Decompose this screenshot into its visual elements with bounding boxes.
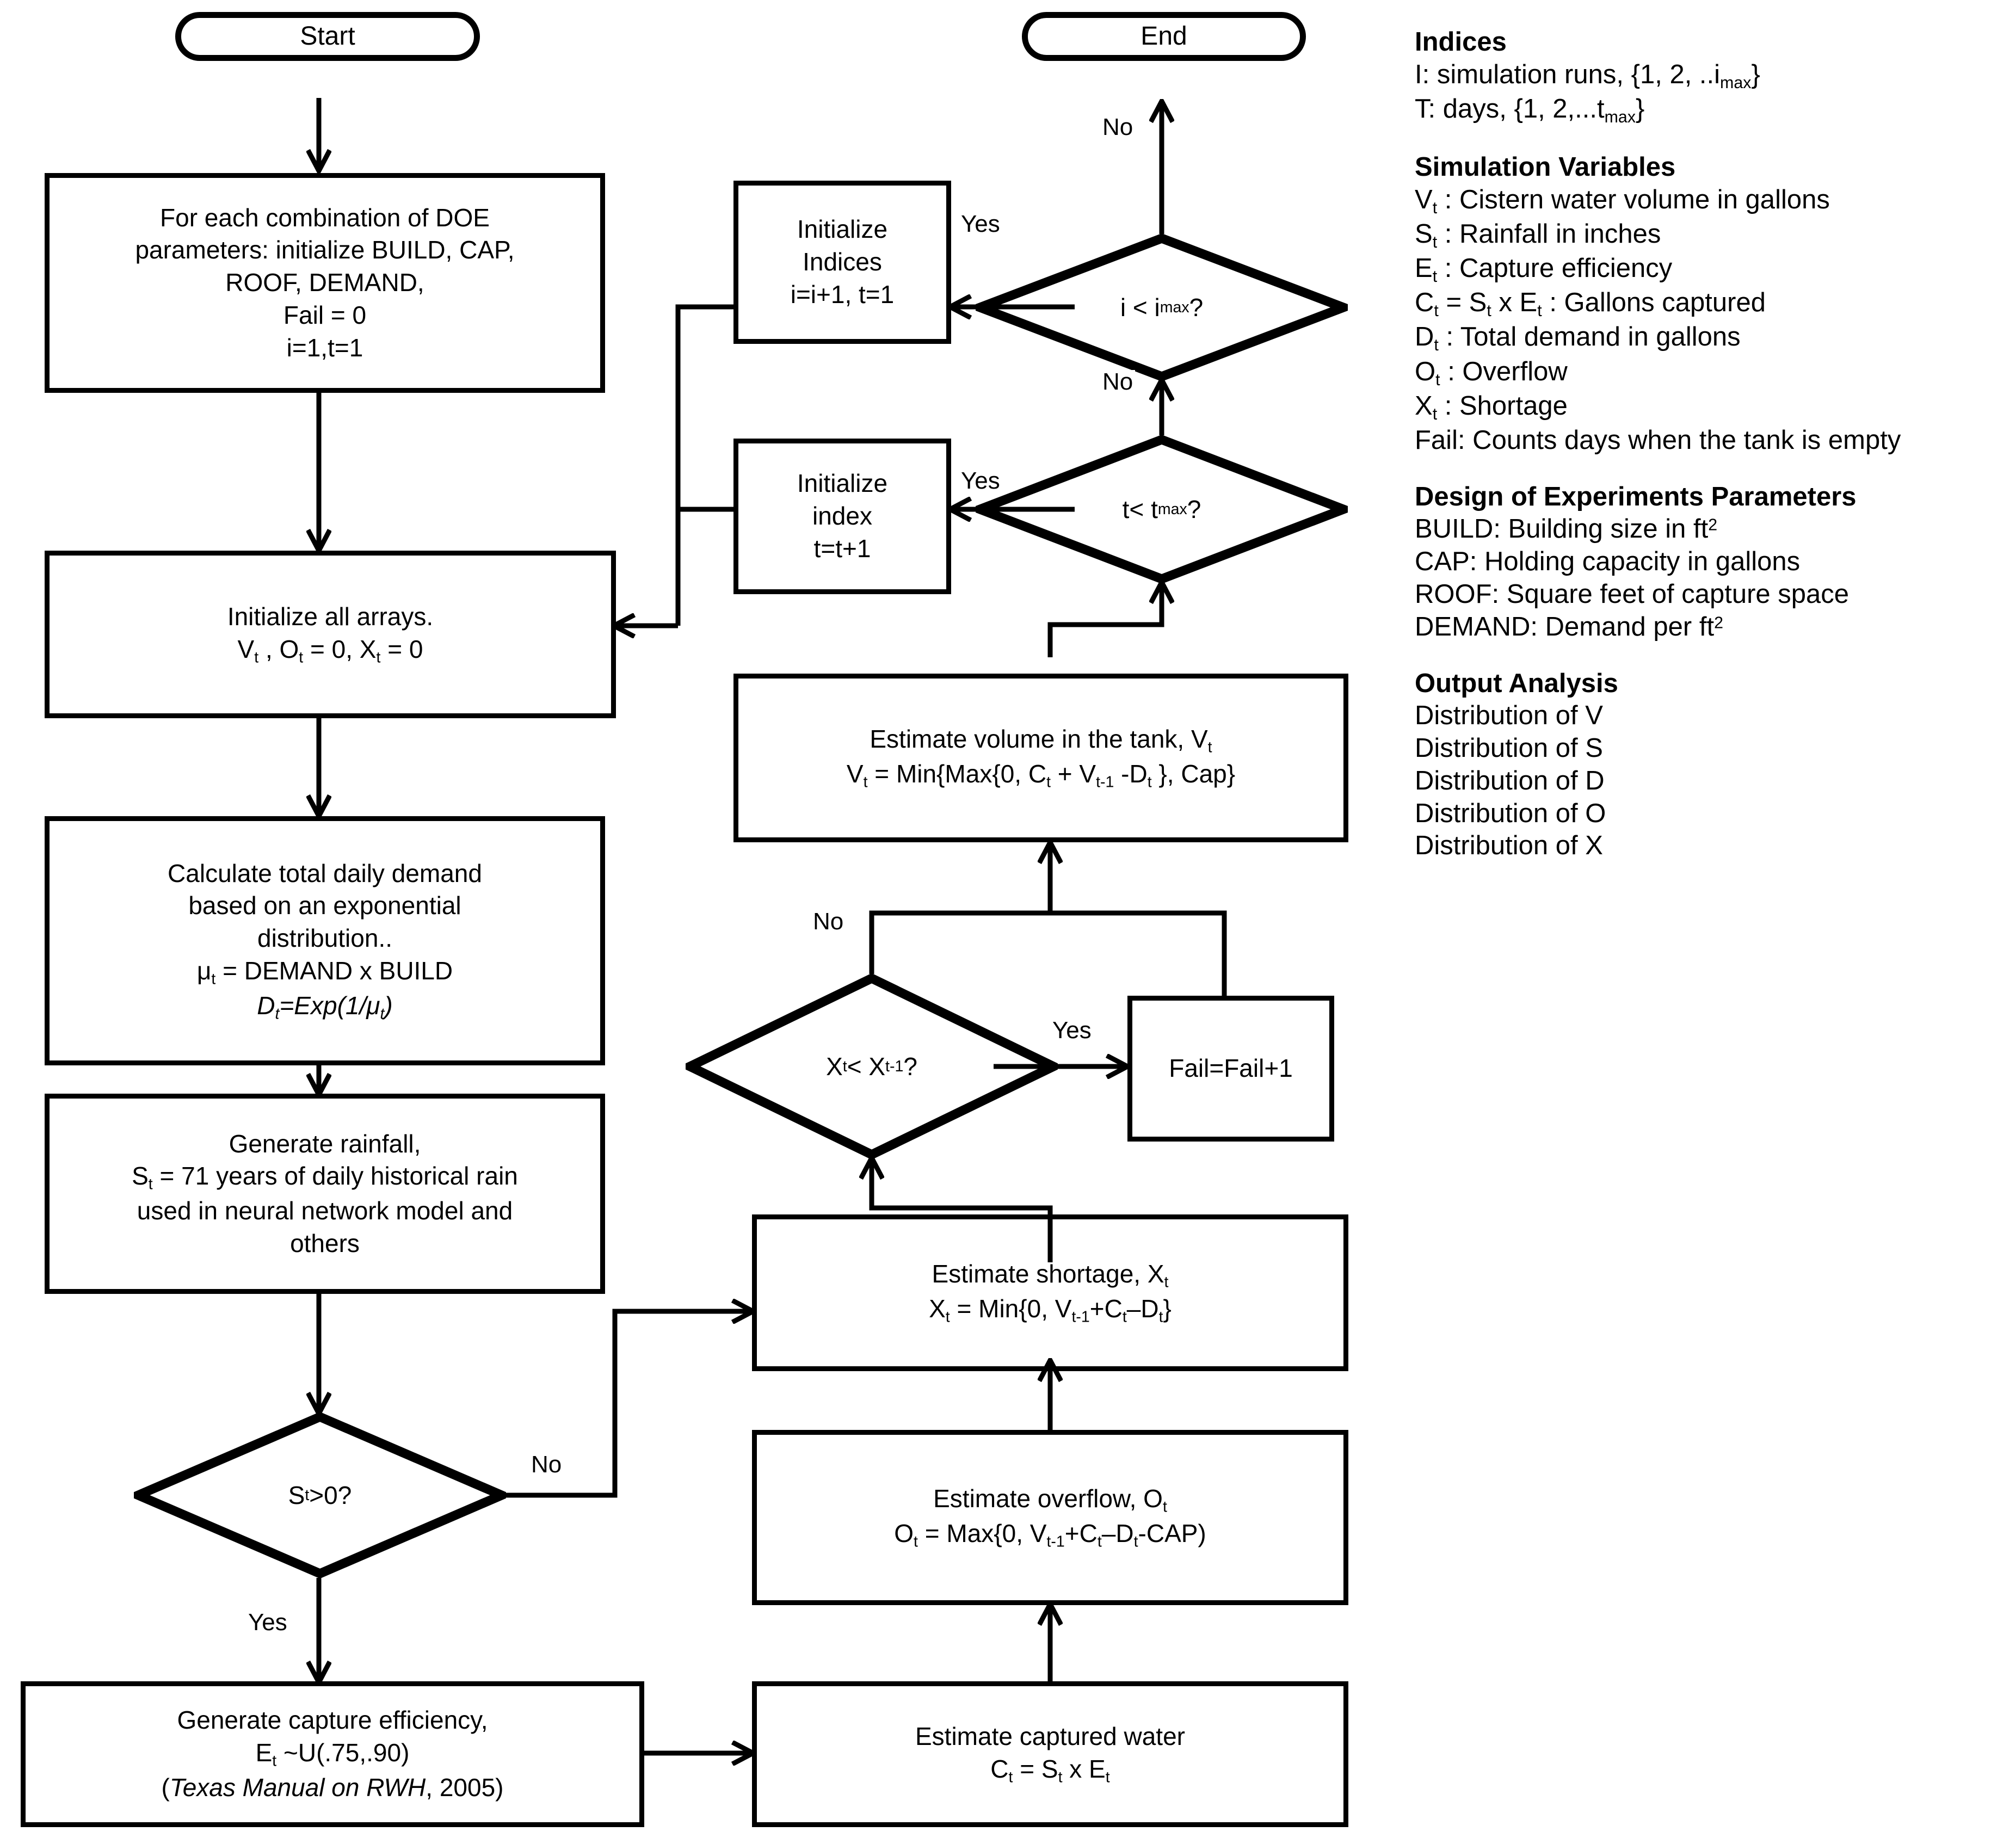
legend-item-indices-0: I: simulation runs, {1, 2, ..imax} (1415, 59, 1760, 92)
edge-label-rainfall-yes: Yes (246, 1611, 289, 1635)
edge-label-t-no: No (1100, 370, 1136, 394)
legend-item-simvar-6: Xt : Shortage (1415, 391, 1568, 423)
legend-item-doe-3: DEMAND: Demand per ft2 (1415, 612, 1723, 642)
diamond-shape-rainfall (134, 1413, 506, 1578)
edge-label-shortage-no: No (811, 910, 846, 934)
legend-item-doe-2: ROOF: Square feet of capture space (1415, 579, 1849, 609)
node-doe-init: For each combination of DOE parameters: … (45, 173, 605, 393)
node-start: Start (175, 12, 480, 61)
diamond-shape-i (976, 234, 1348, 381)
legend-item-simvar-2: Et : Capture efficiency (1415, 254, 1673, 286)
node-end-label: End (1140, 21, 1187, 51)
legend-item-simvar-4: Dt : Total demand in gallons (1415, 322, 1741, 355)
legend-heading-indices: Indices (1415, 27, 1507, 57)
legend-item-output-1: Distribution of S (1415, 733, 1603, 763)
edge-label-rainfall-no: No (529, 1453, 564, 1477)
legend-item-output-2: Distribution of D (1415, 766, 1605, 795)
node-generate-efficiency: Generate capture efficiency,Et ~U(.75,.9… (21, 1681, 644, 1827)
legend-item-simvar-5: Ot : Overflow (1415, 356, 1568, 389)
edge-label-shortage-yes: Yes (1050, 1019, 1094, 1043)
edge-label-i-yes: Yes (959, 212, 1002, 236)
diamond-shape-t (976, 435, 1348, 583)
legend-heading-output-analysis: Output Analysis (1415, 668, 1618, 698)
legend-item-doe-0: BUILD: Building size in ft2 (1415, 514, 1718, 544)
edge-label-i-no: No (1100, 115, 1136, 139)
node-generate-rainfall: Generate rainfall,St = 71 years of daily… (45, 1094, 605, 1294)
legend-item-simvar-3: Ct = St x Et : Gallons captured (1415, 288, 1766, 320)
legend-item-output-0: Distribution of V (1415, 701, 1603, 731)
node-fail-increment: Fail=Fail+1 (1127, 996, 1334, 1142)
legend-item-indices-1: T: days, {1, 2,...tmax} (1415, 94, 1645, 127)
legend-heading-simulation-variables: Simulation Variables (1415, 152, 1676, 182)
node-doe-init-label: For each combination of DOE parameters: … (135, 203, 515, 362)
node-generate-efficiency-label: Generate capture efficiency,Et ~U(.75,.9… (161, 1706, 504, 1802)
edge-label-t-yes: Yes (959, 469, 1002, 493)
legend-heading-doe-parameters: Design of Experiments Parameters (1415, 482, 1857, 511)
legend-item-simvar-1: St : Rainfall in inches (1415, 219, 1661, 252)
diamond-shape-shortage (686, 974, 1058, 1159)
legend-item-simvar-0: Vt : Cistern water volume in gallons (1415, 184, 1830, 217)
node-end: End (1022, 12, 1306, 61)
legend-item-output-3: Distribution of O (1415, 798, 1606, 828)
node-generate-rainfall-label: Generate rainfall,St = 71 years of daily… (132, 1129, 518, 1257)
legend-panel: Indices I: simulation runs, {1, 2, ..ima… (1415, 26, 2008, 862)
legend-item-output-4: Distribution of X (1415, 831, 1603, 861)
node-start-label: Start (300, 21, 355, 51)
node-init-arrays-label: Initialize all arrays.Vt , Ot = 0, Xt = … (227, 602, 434, 667)
node-fail-increment-label: Fail=Fail+1 (1169, 1054, 1293, 1083)
legend-item-doe-1: CAP: Holding capacity in gallons (1415, 547, 1801, 577)
legend-item-simvar-7: Fail: Counts days when the tank is empty (1415, 425, 1901, 455)
node-init-arrays: Initialize all arrays.Vt , Ot = 0, Xt = … (45, 551, 616, 718)
